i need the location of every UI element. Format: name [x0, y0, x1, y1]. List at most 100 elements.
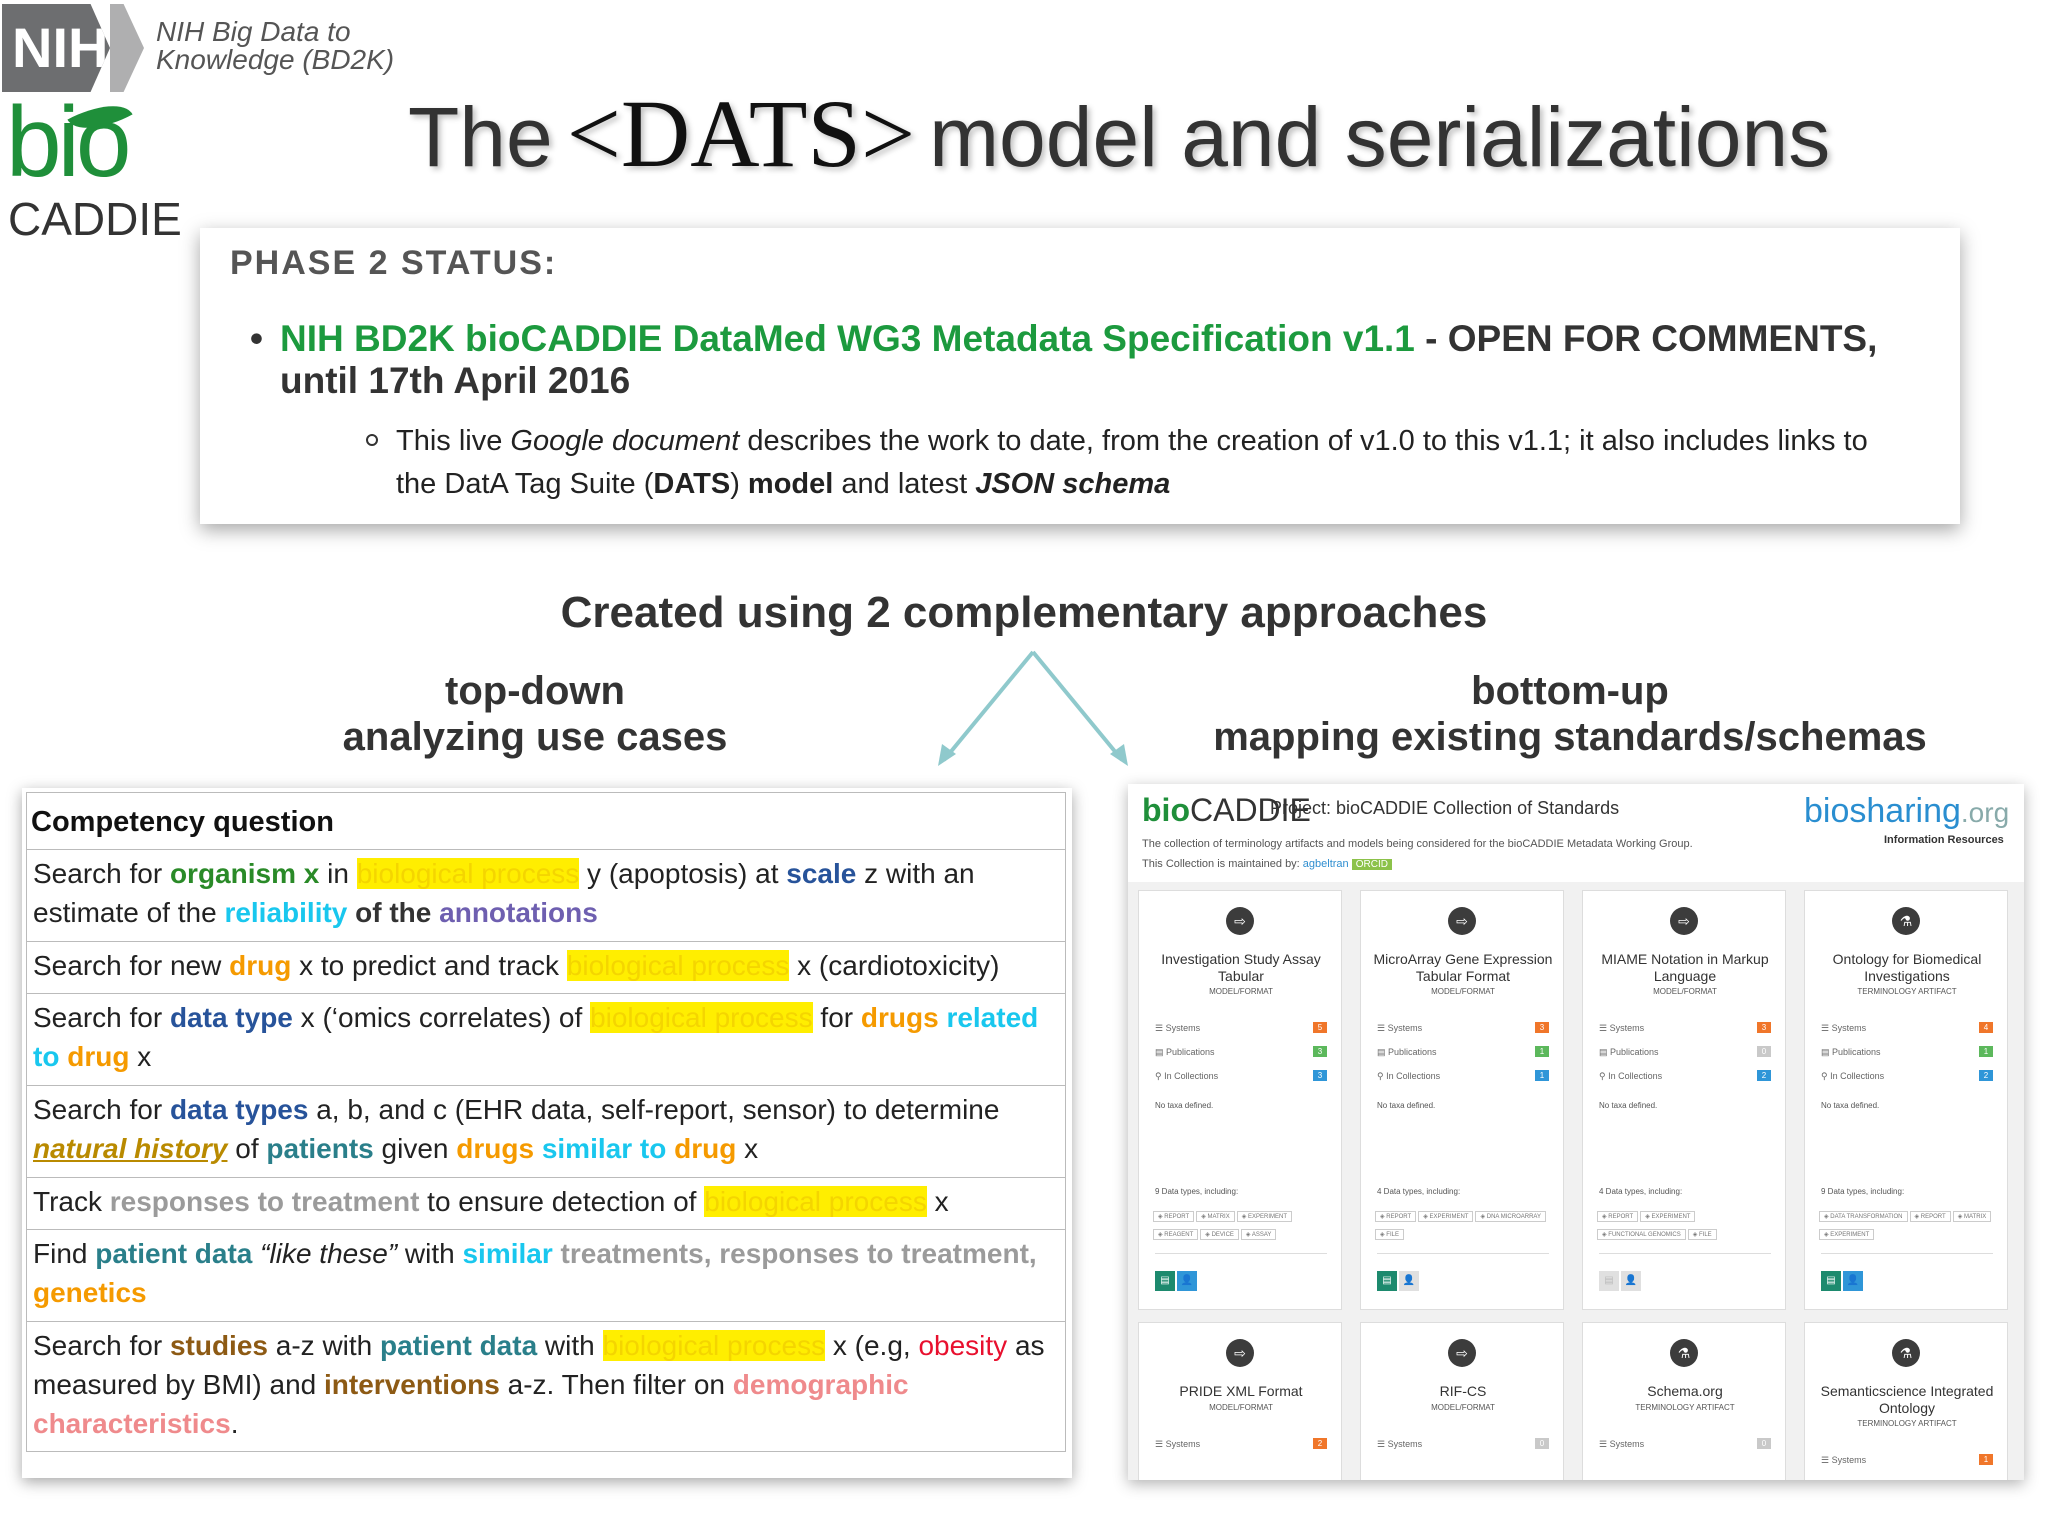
data-type-tag[interactable]: ◈ MATRIX [1196, 1211, 1235, 1222]
q-text: Search for new [33, 950, 230, 981]
sub-text-3: describes the work to date, from the cre… [396, 425, 1868, 500]
collections-label: ⚲ In Collections [1599, 1071, 1663, 1081]
q-term-bioprocess: biological process [566, 950, 790, 981]
publications-count: 1 [1979, 1046, 1993, 1057]
data-types-caption: 9 Data types, including: [1821, 1187, 1905, 1196]
q-term-drugs: drugs [456, 1133, 535, 1164]
data-type-tag[interactable]: ◈ REPORT [1597, 1211, 1639, 1222]
user-button[interactable]: 👤 [1621, 1271, 1641, 1291]
q-text: with [537, 1330, 603, 1361]
standard-name[interactable]: Investigation Study Assay Tabular [1161, 951, 1321, 984]
orcid-badge[interactable]: ORCID [1351, 859, 1392, 870]
data-type-tag[interactable]: ◈ EXPERIMENT [1418, 1211, 1474, 1222]
data-type-tag[interactable]: ◈ REPORT [1375, 1211, 1417, 1222]
standard-name[interactable]: Semanticscience Integrated Ontology [1820, 1383, 1994, 1416]
q-term-datatypes: data types [169, 1094, 309, 1125]
systems-label: ☰ Systems [1599, 1439, 1645, 1449]
data-type-tag[interactable]: ◈ DEVICE [1200, 1229, 1239, 1240]
data-type-tag[interactable]: ◈ REPORT [1153, 1211, 1195, 1222]
standard-type-icon: ⚗ [1892, 907, 1920, 935]
data-type-tag[interactable]: ◈ FILE [1375, 1229, 1404, 1240]
user-button[interactable]: 👤 [1177, 1271, 1197, 1291]
data-type-tag[interactable]: ◈ REPORT [1909, 1211, 1951, 1222]
data-type-tag[interactable]: ◈ EXPERIMENT [1819, 1229, 1875, 1240]
data-type-tag[interactable]: ◈ ASSAY [1240, 1229, 1277, 1240]
standard-type: MODEL/FORMAT [1653, 987, 1717, 996]
nih-logo: NIH [2, 4, 110, 92]
collections-label: ⚲ In Collections [1377, 1071, 1441, 1081]
collections-count: 3 [1313, 1070, 1327, 1081]
no-taxa-text: No taxa defined. [1821, 1101, 1880, 1110]
maintainer-link[interactable]: agbeltran [1302, 858, 1349, 870]
google-doc-link[interactable]: Google document [510, 425, 740, 457]
phase2-status-panel: PHASE 2 STATUS: • NIH BD2K bioCADDIE Dat… [200, 228, 1960, 524]
model-link[interactable]: model [747, 468, 834, 500]
data-type-tag[interactable]: ◈ EXPERIMENT [1236, 1211, 1292, 1222]
q-text: x (‘omics correlates) of [292, 1002, 591, 1033]
biosharing-logo[interactable]: biosharing.org [1804, 792, 2009, 831]
standard-name[interactable]: MIAME Notation in Markup Language [1601, 951, 1769, 984]
data-type-tag[interactable]: ◈ DNA MICROARRAY [1475, 1211, 1546, 1222]
standard-name[interactable]: Ontology for Biomedical Investigations [1832, 951, 1982, 984]
q-text: Search for [33, 1330, 170, 1361]
title-pre: The [408, 90, 553, 184]
nih-caption-line2: Knowledge (BD2K) [156, 44, 395, 75]
q-text: z with an estimate of the [33, 858, 975, 928]
standard-name[interactable]: PRIDE XML Format [1179, 1383, 1303, 1399]
publication-button[interactable]: ▤ [1155, 1271, 1175, 1291]
publication-button[interactable]: ▤ [1377, 1271, 1397, 1291]
data-type-tag[interactable]: ◈ EXPERIMENT [1640, 1211, 1696, 1222]
q-text [252, 1238, 260, 1269]
nih-caption: NIH Big Data to Knowledge (BD2K) [156, 18, 394, 74]
standard-name[interactable]: Schema.org [1647, 1383, 1723, 1399]
systems-count: 3 [1757, 1022, 1771, 1033]
json-schema-link[interactable]: JSON schema [975, 468, 1171, 500]
data-type-tag[interactable]: ◈ MATRIX [1952, 1211, 1992, 1222]
q-text: to ensure detection of [419, 1186, 705, 1217]
collections-count: 2 [1979, 1070, 1993, 1081]
user-button[interactable]: 👤 [1399, 1271, 1419, 1291]
publication-button[interactable]: ▤ [1599, 1271, 1619, 1291]
data-type-tag[interactable]: ◈ FUNCTIONAL GENOMICS [1597, 1229, 1686, 1240]
biocaddie-logo-caddie: CADDIE [8, 193, 182, 245]
publications-label: ▤ Publications [1599, 1047, 1659, 1057]
publication-button[interactable]: ▤ [1821, 1271, 1841, 1291]
standard-type: TERMINOLOGY ARTIFACT [1857, 1419, 1957, 1428]
q-term-drug: drug [674, 1133, 737, 1164]
small-logo-bio: bio [1142, 792, 1190, 828]
spec-link[interactable]: NIH BD2K bioCADDIE DataMed WG3 Metadata … [280, 318, 1415, 359]
standard-card[interactable]: ⇨MicroArray Gene Expression Tabular Form… [1360, 890, 1564, 1310]
q-term-related: related to [33, 1002, 1039, 1072]
nih-logo-chevron [110, 4, 144, 92]
user-button[interactable]: 👤 [1843, 1271, 1863, 1291]
biosharing-subtitle: Information Resources [1884, 834, 2004, 846]
bottomup-line2: mapping existing standards/schemas [1213, 715, 1927, 759]
systems-label: ☰ Systems [1821, 1455, 1867, 1465]
q-text: a-z. Then filter on [499, 1369, 733, 1400]
data-type-tag[interactable]: ◈ DATA TRANSFORMATION [1819, 1211, 1908, 1222]
standard-name[interactable]: RIF-CS [1439, 1383, 1487, 1399]
bottomup-label: bottom-up mapping existing standards/sch… [1200, 668, 1940, 760]
q-text: . [230, 1408, 239, 1439]
standard-name[interactable]: MicroArray Gene Expression Tabular Forma… [1373, 951, 1553, 984]
standard-type: MODEL/FORMAT [1431, 1403, 1495, 1412]
bottomup-line1: bottom-up [1471, 669, 1669, 713]
data-type-tag[interactable]: ◈ FILE [1687, 1229, 1717, 1240]
data-type-tag[interactable]: ◈ REAGENT [1153, 1229, 1199, 1240]
systems-label: ☰ Systems [1155, 1439, 1201, 1449]
sub-dats: DATS [653, 468, 731, 500]
data-type-tags: ◈ DATA TRANSFORMATION◈ REPORT◈ MATRIX ◈ E… [1819, 1205, 1997, 1241]
small-logo-caddie: CADDIE [1189, 792, 1311, 828]
standard-type: MODEL/FORMAT [1209, 987, 1273, 996]
topdown-label: top-down analyzing use cases [330, 668, 740, 760]
